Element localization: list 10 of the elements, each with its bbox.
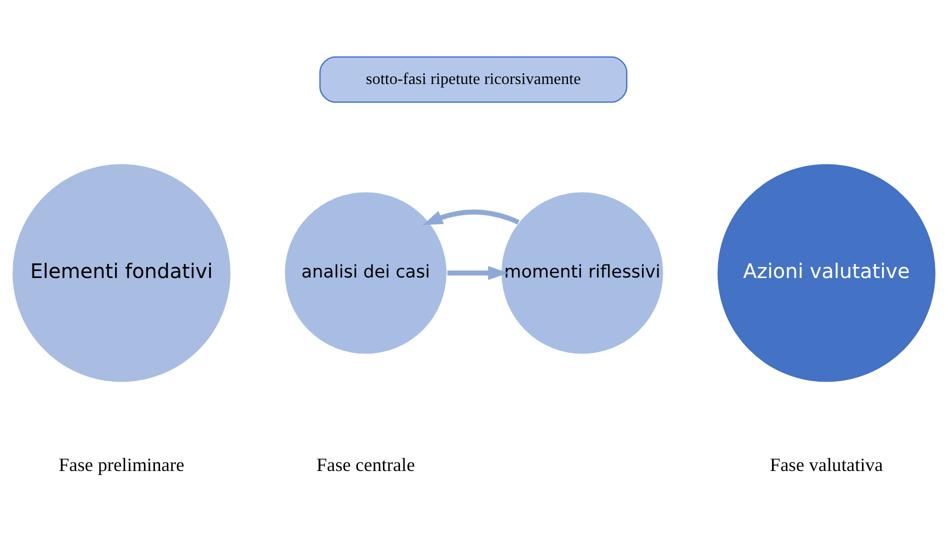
arrow [447, 266, 508, 280]
node-circle: Elementi fondativi [12, 164, 230, 382]
label: Fase preliminare [58, 454, 184, 476]
label: Fase centrale [316, 454, 415, 476]
arrow [422, 209, 520, 226]
label: Fase valutativa [770, 454, 884, 476]
node-circle: analisi dei casi [284, 190, 448, 356]
node-circle: Azioni valutative [718, 164, 936, 382]
node-circle: momenti riflessivi [500, 190, 664, 356]
node-box: sotto-fasi ripetute ricorsivamente [319, 56, 628, 103]
